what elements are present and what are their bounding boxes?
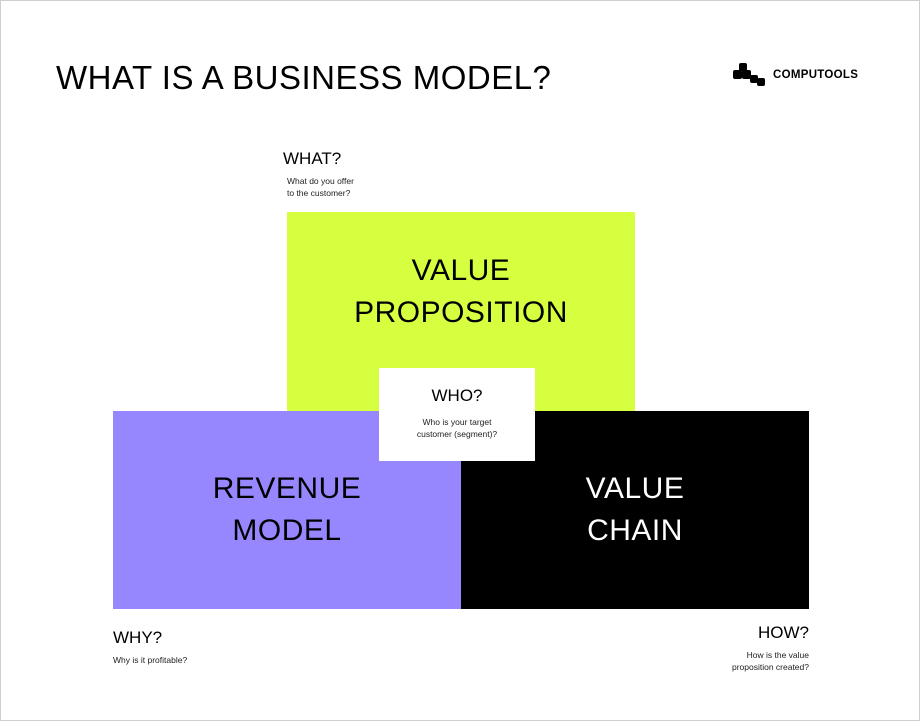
how-line2: proposition created? — [731, 662, 809, 672]
who-label: WHO? — [431, 386, 483, 405]
what-question: WHAT? What do you offer to the customer? — [283, 149, 354, 199]
who-question: WHO? Who is your target customer (segmen… — [379, 368, 535, 461]
what-line1: What do you offer — [287, 176, 354, 186]
why-label: WHY? — [113, 628, 163, 647]
logo-text: COMPUTOOLS — [773, 69, 859, 81]
revenue-model-line2: MODEL — [232, 514, 342, 547]
value-chain-line2: CHAIN — [587, 514, 683, 547]
how-line1: How is the value — [746, 650, 809, 660]
computools-logo-icon — [733, 63, 765, 86]
why-question: WHY? Why is it profitable? — [113, 628, 187, 666]
how-label: HOW? — [758, 623, 809, 642]
who-description: Who is your target customer (segment)? — [379, 416, 535, 440]
logo: COMPUTOOLS — [733, 63, 858, 87]
why-description: Why is it profitable? — [113, 655, 188, 665]
who-line1: Who is your target — [422, 417, 492, 427]
how-description: How is the value proposition created? — [732, 649, 809, 673]
how-question: HOW? How is the value proposition create… — [732, 623, 809, 673]
revenue-model-line1: REVENUE — [212, 472, 362, 505]
what-label: WHAT? — [283, 149, 342, 168]
value-proposition-line2: PROPOSITION — [354, 295, 568, 329]
what-line2: to the customer? — [287, 188, 351, 198]
value-chain-line1: VALUE — [585, 472, 685, 505]
who-line2: customer (segment)? — [416, 429, 498, 439]
what-description: What do you offer to the customer? — [287, 175, 354, 199]
value-proposition-line1: VALUE — [411, 253, 511, 287]
page-title: WHAT IS A BUSINESS MODEL? — [56, 59, 552, 96]
